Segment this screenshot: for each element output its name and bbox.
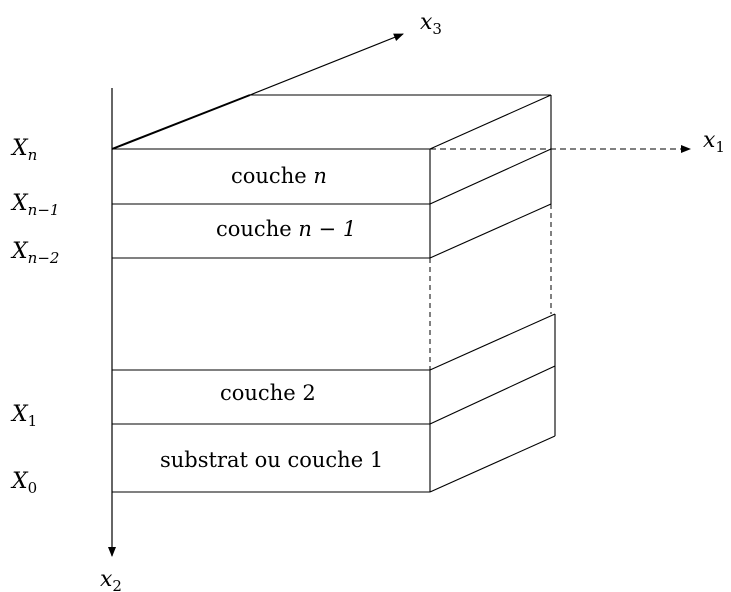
- layer-label-substrate: substrat ou couche 1: [160, 448, 383, 472]
- interface-label-xn-1: Xn−1: [10, 191, 59, 219]
- interface-label-x0: X0: [10, 469, 37, 497]
- axis-label-x2: x2: [100, 567, 122, 592]
- layer-label-2: couche 2: [220, 381, 316, 405]
- front-face: [112, 149, 431, 493]
- layer-label-n: couche n: [231, 164, 327, 188]
- interface-label-x1: X1: [10, 402, 37, 430]
- x3-axis-line: [249, 33, 404, 96]
- layer-label-n-1: couche n − 1: [216, 217, 356, 241]
- interface-label-xn-2: Xn−2: [10, 239, 59, 267]
- axis-label-x1: x1: [703, 128, 725, 156]
- top-face: [111, 94, 552, 150]
- interface-label-xn: Xn: [10, 136, 37, 164]
- side-face: [429, 95, 556, 493]
- axis-label-x3: x3: [420, 10, 442, 38]
